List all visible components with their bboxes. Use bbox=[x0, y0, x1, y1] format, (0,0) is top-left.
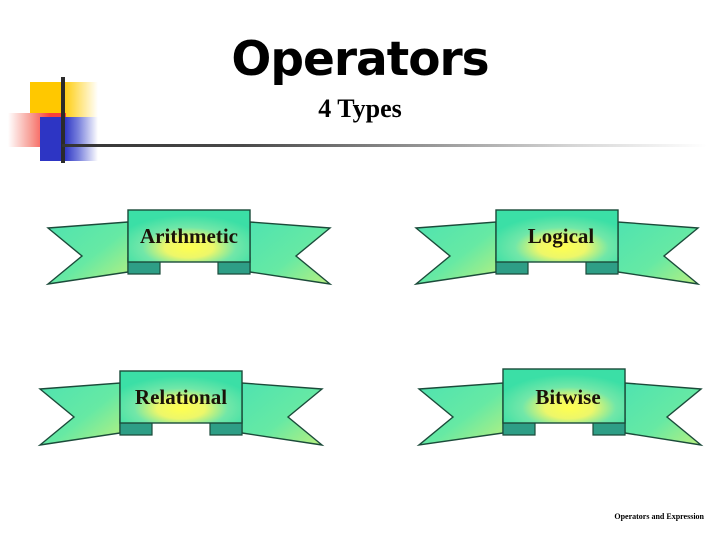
banner-arithmetic[interactable]: Arithmetic bbox=[44, 196, 334, 288]
blue-square-icon bbox=[40, 117, 98, 161]
banner-bitwise[interactable]: Bitwise bbox=[415, 357, 705, 449]
banner-relational[interactable]: Relational bbox=[36, 357, 326, 449]
slide-footer: Operators and Expression bbox=[614, 512, 704, 521]
banner-logical[interactable]: Logical bbox=[412, 196, 702, 288]
horizontal-rule bbox=[62, 144, 707, 147]
vertical-rule bbox=[61, 77, 65, 163]
page-subtitle: 4 Types bbox=[318, 94, 402, 123]
page-title: Operators bbox=[231, 32, 489, 87]
